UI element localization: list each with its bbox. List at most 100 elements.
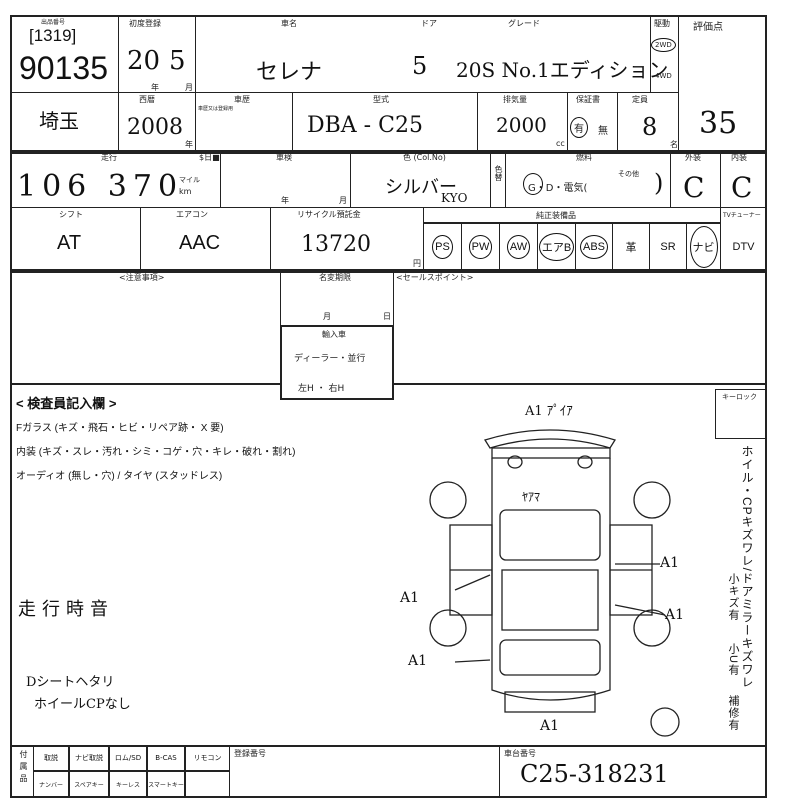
month-unit: 月 (185, 83, 193, 92)
color-label: 色 (Col.No) (403, 153, 446, 162)
equipment-label: 純正装備品 (536, 211, 576, 220)
history-cell: 車歴 車歴又は登録用 (195, 92, 293, 151)
mileage-cell: 走行 $日■ 106 370 マイル km (10, 150, 221, 208)
acc-spare-key: スペアキー (69, 771, 109, 797)
accessories-grid: 取説 ナビ取説 ロム/SD B-CAS リモコン ナンバー スペアキー キーレス… (33, 745, 230, 797)
mileage-label: 走行 (101, 153, 117, 162)
note-wheel-cap: ホイールCPなし (34, 697, 131, 712)
color-cell: 色 (Col.No) シルバー KYO (350, 150, 491, 208)
door-count: 5 (412, 52, 428, 80)
displacement-label: 排気量 (503, 95, 527, 104)
capacity-unit: 名 (670, 140, 678, 149)
equip-label: SR (660, 240, 676, 253)
side-small-scratch: 小キズ有 (727, 573, 739, 621)
rear-bumper (491, 447, 611, 459)
spare-tire (650, 707, 680, 737)
history-sub: 車歴又は登録用 (198, 106, 234, 112)
aircon-cell: エアコン AAC (140, 207, 271, 271)
equip-label: AW (506, 234, 531, 259)
acc-navi-manual: ナビ取説 (69, 745, 109, 771)
color: シルバー (385, 177, 457, 198)
car-diagram (429, 429, 680, 737)
model-cell: 型式 DBA - C25 (292, 92, 478, 151)
warranty-no: 無 (598, 126, 608, 137)
year-unit: 年 (281, 196, 289, 205)
score-value: 35 (699, 106, 738, 141)
keylock-box: キーロック (715, 389, 767, 439)
western-year-cell: 西暦 2008 年 (118, 92, 196, 151)
fuel-selected-circle (523, 173, 543, 195)
equip-leather: 革 (612, 223, 649, 270)
equip-label: エアB (538, 232, 575, 261)
color-change-label: 色替 (494, 165, 503, 181)
fuel-close: ) (654, 169, 664, 197)
grade-label: グレード (508, 19, 540, 28)
note-seat-wear: Dシートヘタリ (26, 675, 115, 690)
model-code: DBA - C25 (307, 113, 423, 138)
interior-line: 内装 (キズ・スレ・汚れ・シミ・コゲ・穴・キレ・破れ・割れ) (16, 447, 296, 458)
side-legend: ホイル・CPキズワレ/ドアミラーキズワレ (740, 445, 754, 690)
windshield-line: Fガラス (キズ・飛石・ヒビ・リペア跡・ X 要) (16, 423, 224, 434)
mark-left-door: A1 (400, 590, 420, 606)
mark-right-rear: A1 (660, 555, 680, 571)
car-name-label: 車名 (281, 19, 297, 28)
equip-airbag: エアB (537, 223, 575, 270)
lot-number: 90135 (19, 50, 108, 86)
capacity: 8 (642, 113, 658, 141)
recycle-fee: 13720 (301, 232, 371, 257)
lot-cell: 出品番号 [1319] 90135 (10, 15, 119, 93)
exterior-label: 外装 (685, 153, 701, 162)
color-change-cell: 色替 (490, 150, 506, 208)
first-registration-cell: 初度登録 20 5 年 月 (118, 15, 196, 93)
month-unit: 月 (339, 196, 347, 205)
chassis-number: C25-318231 (520, 760, 669, 788)
exterior-cell: 外装 C (670, 150, 721, 208)
tail-light (507, 455, 523, 469)
note-running-noise: 走行時音 (18, 599, 114, 620)
equip-label: PS (432, 234, 453, 259)
registration-cell: 登録番号 (229, 745, 500, 797)
equip-aw: AW (499, 223, 537, 270)
unit-km: km (179, 187, 192, 196)
handle-options: 左H ・ 右H (298, 384, 345, 394)
car-name: セレナ (256, 60, 323, 85)
wheel-rear-right (633, 481, 671, 519)
capacity-label: 定員 (632, 95, 648, 104)
aircon-label: エアコン (176, 210, 208, 219)
model-label: 型式 (373, 95, 389, 104)
chassis-cell: 車台番号 C25-318231 (499, 745, 767, 797)
drive-4wd: 4WD (655, 72, 672, 80)
acc-remote: リモコン (185, 745, 230, 771)
yen-unit: 円 (413, 259, 421, 268)
interior-grade: C (731, 171, 753, 204)
equip-label: DTV (732, 240, 755, 253)
side-repaired: 補修有 (727, 695, 739, 731)
tuner-label: TVチューナー (723, 212, 761, 219)
drive-2wd: 2WD (651, 38, 676, 52)
registration-label: 登録番号 (234, 749, 266, 758)
lot-label: 出品番号 (41, 19, 66, 26)
shift: AT (57, 232, 82, 254)
mark-left-front: A1 (408, 653, 428, 669)
import-label: 輸入車 (322, 330, 346, 339)
acc-bcas: B-CAS (147, 745, 185, 771)
exterior-grade: C (683, 171, 705, 204)
import-options: ディーラー・並行 (294, 354, 366, 364)
acc-smart-key: スマートキー (147, 771, 185, 797)
fuel-other: その他 (618, 170, 639, 178)
score-cell: 評価点 35 (678, 15, 767, 151)
drive-cell: 駆動 2WD 4WD (650, 15, 679, 93)
recycle-cell: リサイクル預託金 13720 円 (270, 207, 424, 271)
sales-point-cell: <セールスポイント> (393, 270, 767, 384)
acc-empty (185, 771, 230, 797)
equip-label: 革 (625, 241, 637, 254)
acc-keyless: キーレス (109, 771, 147, 797)
keylock-label: キーロック (722, 393, 757, 401)
mileage: 106 370 (17, 169, 184, 204)
equip-label: ナビ (689, 225, 718, 268)
equip-sunroof: SR (649, 223, 686, 270)
name-change-label: 名変期限 (319, 273, 351, 282)
equip-dtv: DTV (720, 223, 767, 270)
equip-label: ABS (579, 234, 608, 259)
mark-front-bumper: A1 (540, 718, 560, 734)
